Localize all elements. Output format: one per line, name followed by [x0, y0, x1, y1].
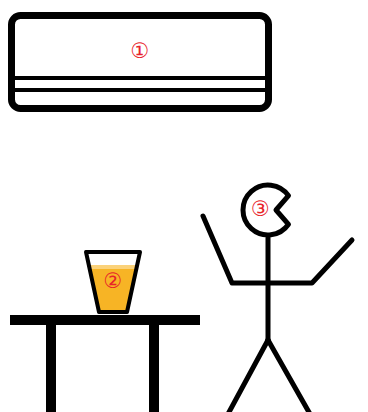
- table-leg: [46, 324, 56, 412]
- table: [10, 315, 200, 412]
- air-conditioner: ①: [8, 12, 272, 112]
- ac-vent-line: [12, 76, 268, 80]
- right-leg: [268, 340, 310, 412]
- torso: [266, 238, 271, 340]
- right-arm: [268, 240, 352, 283]
- ac-housing: [12, 16, 269, 109]
- stick-figure-body: [203, 216, 352, 412]
- callout-number: ①: [131, 40, 150, 63]
- glass-outline: [86, 252, 140, 312]
- juice-surface: [89, 265, 137, 269]
- pacman-head: [243, 185, 289, 235]
- person-head: ③: [240, 182, 296, 238]
- ac-vent-line: [12, 88, 268, 92]
- table-leg: [149, 324, 159, 412]
- left-leg: [228, 340, 268, 412]
- juice-glass: ②: [84, 250, 142, 314]
- table-top: [10, 315, 200, 325]
- callout-number: ②: [104, 270, 123, 293]
- callout-number: ③: [251, 198, 270, 221]
